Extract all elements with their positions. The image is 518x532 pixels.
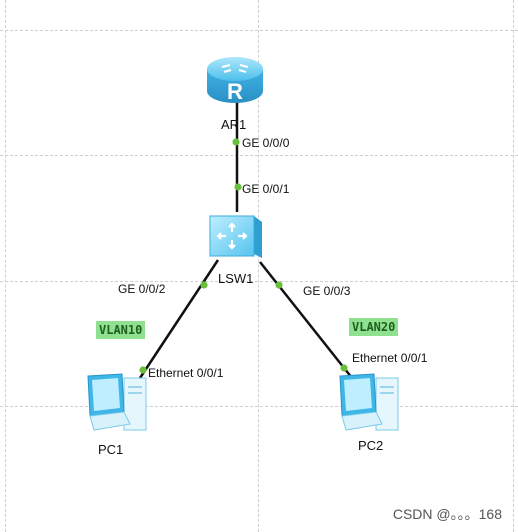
router-icon: R xyxy=(207,57,263,104)
grid-line xyxy=(0,406,518,407)
port-label-ar1-ge000: GE 0/0/0 xyxy=(242,136,290,150)
link-lsw1-pc2[interactable] xyxy=(259,261,353,379)
pc-icon xyxy=(339,373,399,431)
port-dot-pc2[interactable] xyxy=(340,364,348,372)
port-dot-lsw1-pc1[interactable] xyxy=(200,281,208,289)
port-dot-lsw1-pc2[interactable] xyxy=(275,281,283,289)
grid-line xyxy=(258,0,259,532)
switch-device[interactable] xyxy=(208,210,264,262)
pc2-name: PC2 xyxy=(358,438,384,453)
watermark: CSDN @。。。168 xyxy=(392,506,502,522)
grid-line xyxy=(0,155,518,156)
port-dot-ar1[interactable] xyxy=(232,138,240,146)
port-label-lsw1-ge002: GE 0/0/2 xyxy=(118,282,166,296)
router-name: AR1 xyxy=(221,117,247,132)
pc1-device[interactable] xyxy=(84,372,154,438)
pc-icon xyxy=(87,373,147,431)
vlan20-tag: VLAN20 xyxy=(349,318,399,336)
pc1-name: PC1 xyxy=(98,442,124,457)
grid-line xyxy=(0,30,518,31)
pc2-device[interactable] xyxy=(336,372,406,438)
grid-line xyxy=(5,0,6,532)
link-lsw1-pc1[interactable] xyxy=(138,259,220,379)
switch-icon xyxy=(209,215,262,258)
port-dot-pc1[interactable] xyxy=(139,366,147,374)
port-label-lsw1-ge001: GE 0/0/1 xyxy=(242,182,290,196)
router-device[interactable]: R xyxy=(204,55,266,107)
grid-line xyxy=(0,281,518,282)
port-label-pc1-eth: Ethernet 0/0/1 xyxy=(148,366,224,380)
port-label-pc2-eth: Ethernet 0/0/1 xyxy=(352,351,428,365)
svg-text:R: R xyxy=(227,79,243,104)
switch-name: LSW1 xyxy=(218,271,254,286)
port-label-lsw1-ge003: GE 0/0/3 xyxy=(303,284,351,298)
vlan10-tag: VLAN10 xyxy=(96,321,146,339)
grid-line xyxy=(513,0,514,532)
port-dot-lsw1-uplink[interactable] xyxy=(234,183,242,191)
